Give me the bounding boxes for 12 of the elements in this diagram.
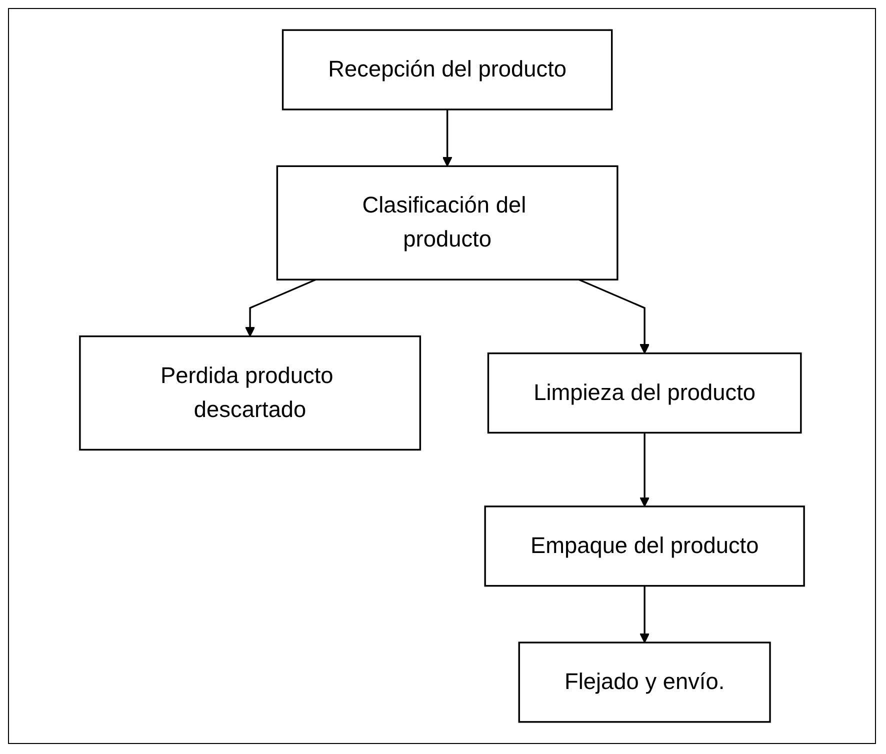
node-box bbox=[79, 335, 422, 451]
arrow bbox=[640, 432, 650, 507]
frame: Recepción del producto Clasificación del producto Perdida producto descartado Limpieza del producto Empaque del producto Flejado y envío. bbox=[8, 8, 876, 744]
node-box bbox=[282, 29, 613, 110]
node-box bbox=[487, 352, 802, 434]
arrow bbox=[578, 278, 650, 354]
node-box bbox=[276, 165, 618, 280]
arrow bbox=[245, 278, 316, 337]
node-box bbox=[484, 506, 805, 587]
arrow bbox=[442, 109, 452, 167]
node-box bbox=[518, 642, 771, 723]
arrow bbox=[640, 586, 650, 643]
